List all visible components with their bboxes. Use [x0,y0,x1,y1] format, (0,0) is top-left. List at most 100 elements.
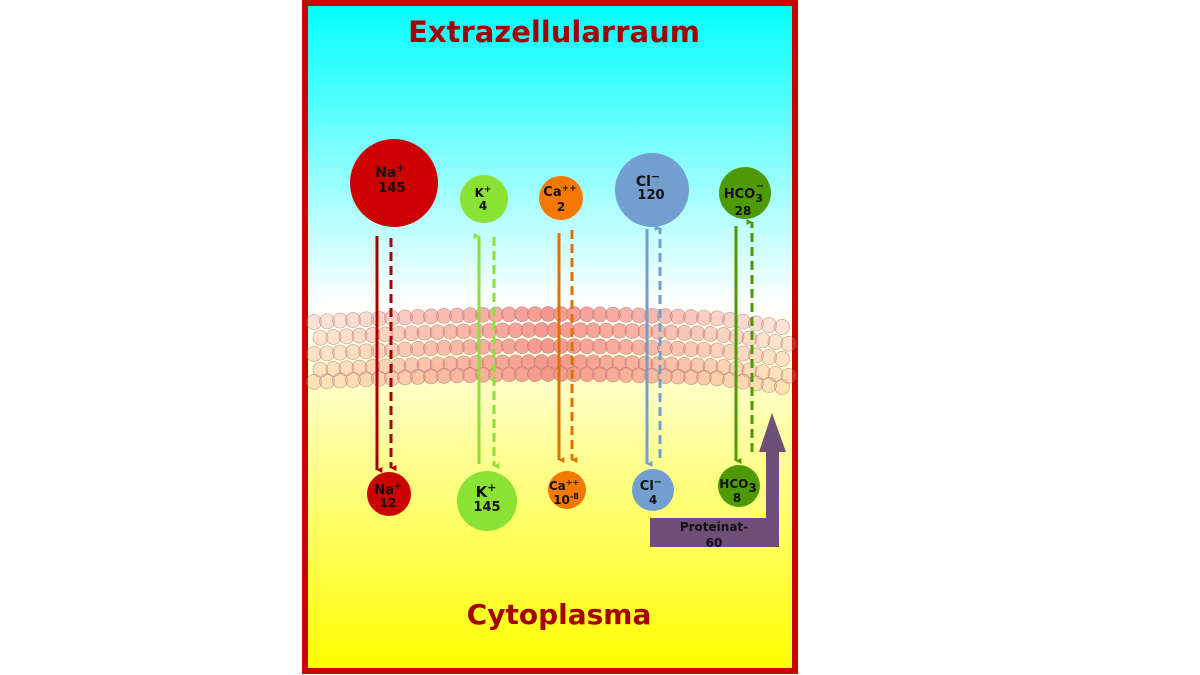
cell-background [306,4,794,670]
lipid-head [390,325,407,342]
k-outer-circle [460,175,508,223]
lipid-head [709,310,725,327]
hco3-arrows [734,219,754,464]
lipid-head [332,344,348,361]
lipid-head [696,341,712,358]
lipid-head [735,345,751,362]
hco3-inner-ion: HCO3 8 [718,465,760,507]
lipid-head [754,332,771,349]
lipid-head [761,377,777,393]
na-inner-value: 12 [380,496,397,510]
cl-inner-value: 4 [649,493,657,507]
lipid-head [774,319,790,335]
na-inner-ion: Na+ 12 [367,472,411,516]
lipid-head [306,314,322,330]
lipid-head [683,341,699,357]
k-outer-value: 4 [479,199,487,213]
svg-text:10-8: 10-8 [553,492,579,507]
k-inner-symbol: K [476,483,489,501]
na-outer-value: 145 [378,181,405,196]
lipid-head [351,327,368,344]
lipid-head [774,379,790,395]
extracellular-title: Extrazellularraum [408,15,700,49]
svg-text:Na+: Na+ [374,482,401,498]
svg-text:HCO3: HCO3 [719,477,756,495]
lipid-head [741,330,758,347]
lipid-head [319,345,335,362]
k-inner-value: 145 [473,500,500,515]
lipid-head [325,329,342,345]
k-inner-charge: + [487,481,496,494]
lipid-head [345,344,361,360]
cl-inner-symbol: Cl [640,479,654,494]
cell-membrane [306,306,797,395]
hco3-inner-circle [718,465,760,507]
k-outer-charge: + [484,185,492,195]
svg-text:K+: K+ [476,481,497,501]
lipid-head [358,343,374,360]
lipid-head [338,328,355,345]
lipid-head [735,373,751,390]
lipid-head [761,317,777,333]
svg-text:Cl−: Cl− [640,477,662,494]
ca-inner-charge: ++ [566,478,579,487]
hco3-inner-value: 8 [733,491,741,505]
lipid-head [670,368,686,385]
cl-outer-charge: − [651,170,660,183]
lipid-head [312,329,329,346]
ca-outer-charge: ++ [562,184,577,194]
na-inner-circle [367,472,411,516]
lipid-head [306,374,322,390]
lipid-head [715,327,732,343]
ca-outer-value: 2 [557,200,565,214]
ca-inner-exponent: -8 [570,492,579,501]
lipid-head [371,310,387,327]
cl-outer-ion: Cl− 120 [615,153,689,227]
k-outer-ion: K+ 4 [460,175,508,223]
cytoplasm-title: Cytoplasma [467,598,652,631]
proteinate-label: Proteinat- [680,520,748,534]
cl-inner-ion: Cl− 4 [632,469,674,511]
ca-outer-ion: Ca++ 2 [539,176,583,220]
lipid-head [774,351,790,367]
ca-arrows [557,230,578,463]
lipid-head [735,313,751,330]
lipid-head [358,371,374,388]
ca-outer-symbol: Ca [543,185,561,200]
hco3-outer-circle [719,167,771,219]
na-arrows [375,236,397,473]
ca-inner-circle [548,471,586,509]
cl-outer-circle [615,153,689,227]
lipid-head [767,334,784,350]
lipid-head [780,335,797,352]
svg-text:Na+: Na+ [375,163,405,181]
k-outer-symbol: K [475,186,485,200]
hco3-outer-value: 28 [735,204,752,218]
lipid-head [306,346,322,362]
na-outer-ion: Na+ 145 [350,139,438,227]
lipid-head [709,370,725,387]
lipid-head [345,312,361,328]
lipid-head [371,370,387,387]
diagram-frame [302,0,798,674]
proteinate-arrow [650,413,786,547]
lipid-head [696,369,712,386]
lipid-head [319,373,335,390]
lipid-head [358,311,374,328]
lipid-head [319,313,335,330]
proteinate-value: 60 [706,536,723,550]
k-arrows [473,233,500,469]
hco3-outer-ion: HCO3− 28 [719,167,771,219]
k-inner-circle [457,471,517,531]
k-inner-ion: K+ 145 [457,471,517,531]
lipid-head [670,340,686,357]
na-inner-symbol: Na [374,483,394,498]
cl-inner-charge: − [654,477,662,488]
na-inner-charge: + [394,482,402,492]
svg-text:Cl−: Cl− [636,170,660,190]
na-outer-circle [350,139,438,227]
lipid-head [702,326,719,342]
lipid-head [761,349,777,365]
cl-outer-value: 120 [637,188,664,203]
